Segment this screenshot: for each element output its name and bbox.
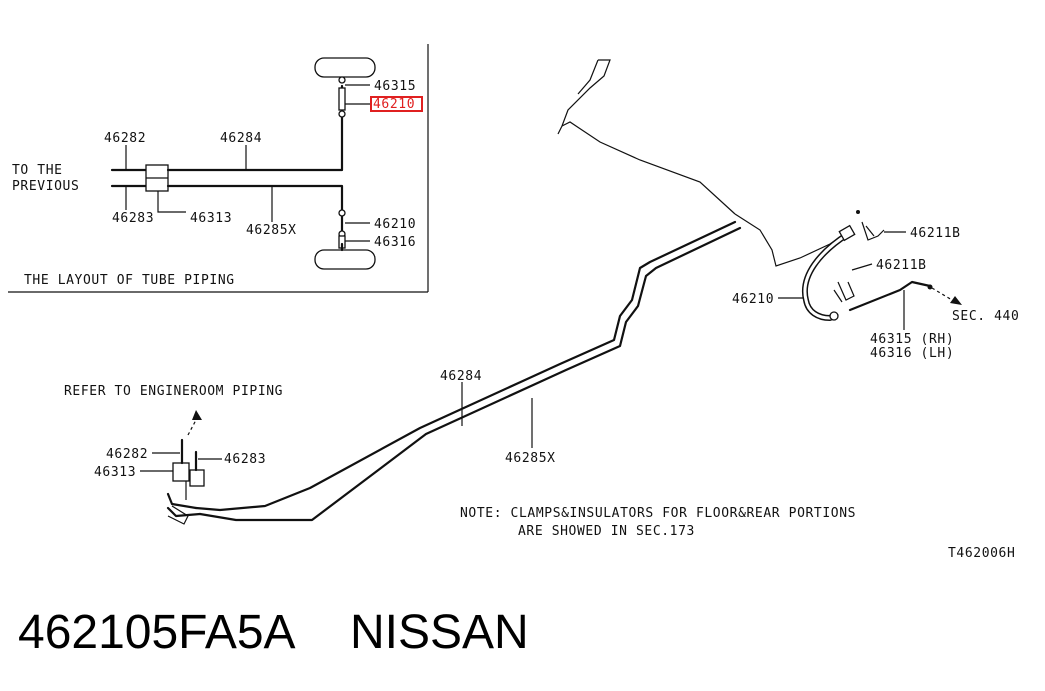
label-46285x: 46285X (246, 223, 297, 238)
main-piping-drawing: REFER TO ENGINEROOM PIPING 46282 46313 4… (64, 59, 1019, 561)
main-label-46284: 46284 (440, 369, 482, 384)
drawing-code: T462006H (948, 546, 1015, 561)
main-label-46316-lh: 46316 (LH) (870, 346, 954, 361)
main-label-46211b-top: 46211B (910, 226, 961, 241)
label-46315: 46315 (374, 79, 416, 94)
note-line1: NOTE: CLAMPS&INSULATORS FOR FLOOR&REAR P… (460, 506, 856, 521)
main-label-46285x: 46285X (505, 451, 556, 466)
rear-wheel-bottom-icon (314, 249, 376, 270)
part-number-caption: 462105FA5A (18, 606, 296, 659)
main-label-46313: 46313 (94, 465, 136, 480)
label-46210-highlighted: 46210 (373, 97, 415, 112)
brand-caption: NISSAN (350, 606, 529, 659)
brake-hose-46210 (801, 231, 851, 321)
clip-46211b-top-icon (861, 221, 885, 241)
label-46283: 46283 (112, 211, 154, 226)
tube-layout-inset: TO THE PREVIOUS 46282 46284 46283 46313 … (8, 44, 429, 293)
label-46210: 46210 (374, 217, 416, 232)
tube-46285x (166, 184, 344, 242)
main-label-46210: 46210 (732, 292, 774, 307)
tube-46285x-main (198, 226, 742, 522)
main-label-46315-rh: 46315 (RH) (870, 332, 954, 347)
refer-engineroom-note: REFER TO ENGINEROOM PIPING (64, 384, 283, 399)
main-label-46283: 46283 (224, 452, 266, 467)
clip-46211b-lower-icon (837, 281, 855, 301)
to-previous-line2: PREVIOUS (12, 179, 79, 194)
label-46282: 46282 (104, 131, 146, 146)
tube-46284-main (194, 220, 737, 512)
highlight-box-46210 (370, 96, 423, 112)
connector-46313-main-icon (172, 462, 190, 482)
tube-46284 (166, 84, 344, 172)
label-46316: 46316 (374, 235, 416, 250)
sec-440-label: SEC. 440 (952, 309, 1019, 324)
label-46284: 46284 (220, 131, 262, 146)
rear-wheel-top-icon (314, 57, 376, 78)
note-line2: ARE SHOWED IN SEC.173 (518, 524, 695, 539)
main-label-46282: 46282 (106, 447, 148, 462)
arrow-up-icon (192, 410, 202, 420)
to-previous-line1: TO THE (12, 163, 63, 178)
inset-title: THE LAYOUT OF TUBE PIPING (24, 273, 235, 288)
arrow-right-icon (950, 296, 962, 305)
label-46313: 46313 (190, 211, 232, 226)
main-label-46211b-lower: 46211B (876, 258, 927, 273)
